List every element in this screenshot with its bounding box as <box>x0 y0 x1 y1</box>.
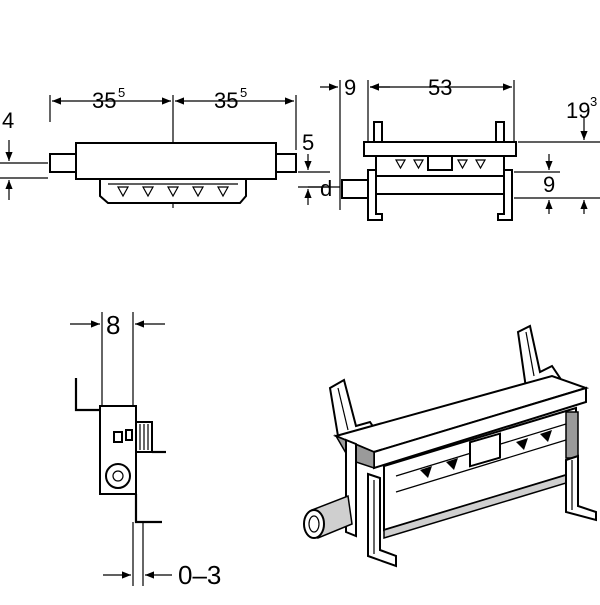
leg-right <box>497 169 513 221</box>
dim-top: 8 <box>106 310 120 340</box>
dim-width: 53 <box>428 75 452 100</box>
dim-right-sup: 5 <box>240 85 247 100</box>
cassette <box>99 178 247 204</box>
pipe-label: d <box>320 176 332 201</box>
dim-left: 9 <box>344 75 356 100</box>
dim-bottom: 0–3 <box>178 560 221 590</box>
frame-top <box>363 141 517 157</box>
iso-view <box>303 324 597 568</box>
pipe-stub-right <box>275 153 297 173</box>
pipe-end <box>303 509 325 539</box>
top-view: 35 5 35 5 4 5 <box>0 85 330 208</box>
triangle-marks <box>420 430 552 478</box>
dim-left: 35 <box>92 88 116 113</box>
pipe-stub-left <box>49 153 77 173</box>
frame-body <box>75 142 277 180</box>
dim-right: 35 <box>214 88 238 113</box>
bracket-left <box>373 121 383 145</box>
dim-height-right: 5 <box>302 130 314 155</box>
triangle-marks <box>116 186 230 198</box>
pipe-circle <box>105 463 131 489</box>
side-view: 8 0–3 <box>70 310 221 590</box>
knob <box>565 411 579 459</box>
dim-height-left: 4 <box>2 108 14 133</box>
frame-bottom <box>367 175 513 195</box>
window <box>469 432 501 468</box>
leg-front-left <box>367 472 397 568</box>
dim-left-sup: 5 <box>118 85 125 100</box>
leg-left <box>367 169 383 221</box>
front-view: 9 53 d 19 3 9 <box>308 75 600 221</box>
dim-bottom-right: 9 <box>543 172 555 197</box>
window <box>427 155 453 171</box>
dim-top-right: 19 <box>566 98 590 123</box>
bracket-right <box>495 121 505 145</box>
triangle-marks <box>394 159 487 170</box>
foot <box>134 494 162 524</box>
dim-top-right-sup: 3 <box>590 94 597 109</box>
leg-right <box>565 454 597 522</box>
pipe-stub <box>341 179 369 199</box>
